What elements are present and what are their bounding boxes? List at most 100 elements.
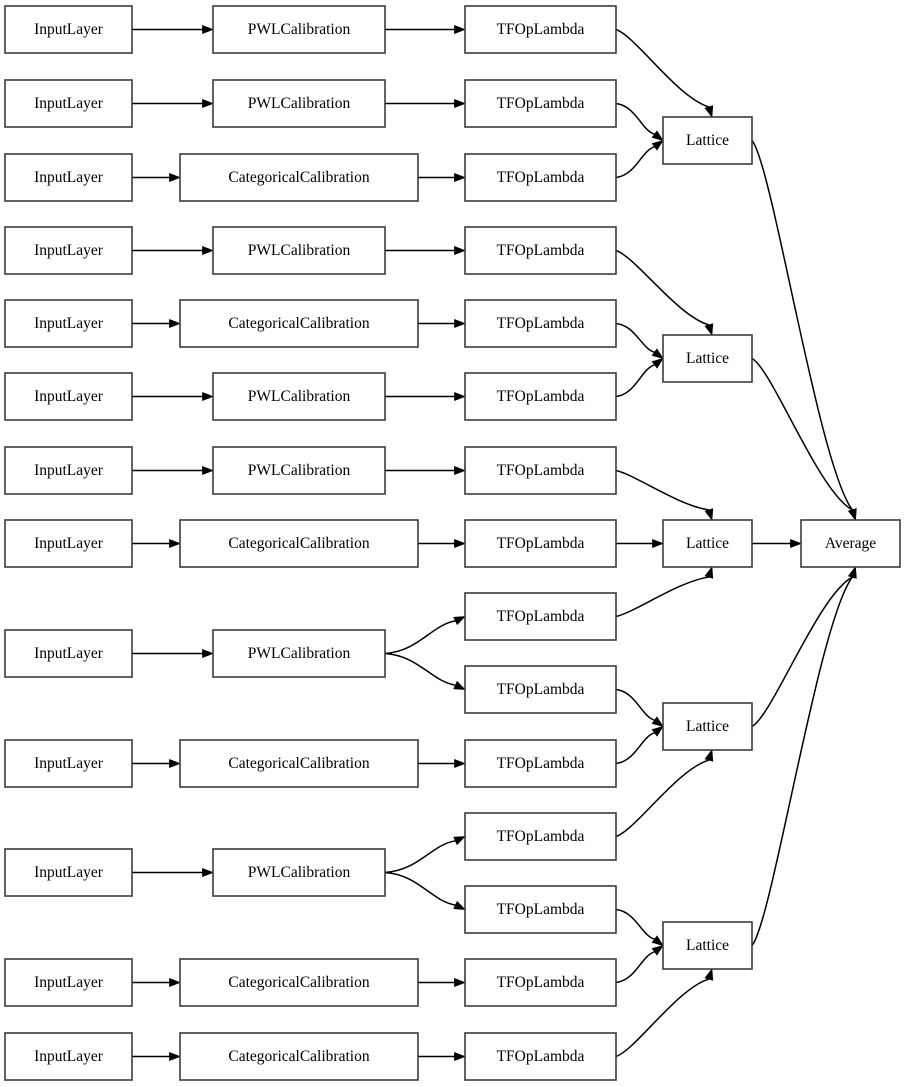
node-pwlcalibration[interactable]: PWLCalibration xyxy=(212,226,386,275)
node-box[interactable] xyxy=(4,519,133,568)
node-box[interactable] xyxy=(464,1032,617,1081)
node-box[interactable] xyxy=(4,446,133,495)
node-lattice[interactable]: Lattice xyxy=(662,519,753,568)
node-box[interactable] xyxy=(4,79,133,128)
node-categorical-calibration[interactable]: CategoricalCalibration xyxy=(179,153,419,202)
node-box[interactable] xyxy=(464,153,617,202)
node-average[interactable]: Average xyxy=(800,519,901,568)
node-box[interactable] xyxy=(662,519,753,568)
node-box[interactable] xyxy=(464,519,617,568)
node-lattice[interactable]: Lattice xyxy=(662,116,753,165)
node-lattice[interactable]: Lattice xyxy=(662,702,753,751)
node-box[interactable] xyxy=(662,116,753,165)
node-input-layer[interactable]: InputLayer xyxy=(4,226,133,275)
node-input-layer[interactable]: InputLayer xyxy=(4,629,133,678)
node-box[interactable] xyxy=(4,958,133,1007)
node-input-layer[interactable]: InputLayer xyxy=(4,848,133,897)
node-input-layer[interactable]: InputLayer xyxy=(4,372,133,421)
node-box[interactable] xyxy=(212,446,386,495)
node-box[interactable] xyxy=(4,739,133,788)
arrowhead-icon xyxy=(704,566,714,579)
node-pwlcalibration[interactable]: PWLCalibration xyxy=(212,446,386,495)
node-box[interactable] xyxy=(662,702,753,751)
node-input-layer[interactable]: InputLayer xyxy=(4,5,133,54)
node-input-layer[interactable]: InputLayer xyxy=(4,79,133,128)
node-box[interactable] xyxy=(212,848,386,897)
node-box[interactable] xyxy=(4,848,133,897)
node-box[interactable] xyxy=(4,153,133,202)
node-box[interactable] xyxy=(179,1032,419,1081)
node-box[interactable] xyxy=(464,665,617,714)
node-tfop-lambda[interactable]: TFOpLambda xyxy=(464,446,617,495)
node-box[interactable] xyxy=(212,79,386,128)
node-box[interactable] xyxy=(4,629,133,678)
node-input-layer[interactable]: InputLayer xyxy=(4,519,133,568)
node-box[interactable] xyxy=(212,372,386,421)
node-tfop-lambda[interactable]: TFOpLambda xyxy=(464,958,617,1007)
node-tfop-lambda[interactable]: TFOpLambda xyxy=(464,5,617,54)
node-pwlcalibration[interactable]: PWLCalibration xyxy=(212,79,386,128)
node-box[interactable] xyxy=(212,226,386,275)
node-pwlcalibration[interactable]: PWLCalibration xyxy=(212,5,386,54)
node-box[interactable] xyxy=(179,299,419,348)
node-categorical-calibration[interactable]: CategoricalCalibration xyxy=(179,739,419,788)
node-box[interactable] xyxy=(212,629,386,678)
arrowhead-icon xyxy=(651,944,664,956)
node-input-layer[interactable]: InputLayer xyxy=(4,153,133,202)
node-categorical-calibration[interactable]: CategoricalCalibration xyxy=(179,519,419,568)
node-tfop-lambda[interactable]: TFOpLambda xyxy=(464,226,617,275)
node-tfop-lambda[interactable]: TFOpLambda xyxy=(464,812,617,861)
arrowhead-icon xyxy=(453,900,466,910)
node-categorical-calibration[interactable]: CategoricalCalibration xyxy=(179,299,419,348)
node-box[interactable] xyxy=(464,885,617,934)
node-lattice[interactable]: Lattice xyxy=(662,921,753,970)
node-box[interactable] xyxy=(464,958,617,1007)
node-box[interactable] xyxy=(179,739,419,788)
node-box[interactable] xyxy=(179,958,419,1007)
node-box[interactable] xyxy=(662,921,753,970)
node-input-layer[interactable]: InputLayer xyxy=(4,958,133,1007)
node-tfop-lambda[interactable]: TFOpLambda xyxy=(464,299,617,348)
node-tfop-lambda[interactable]: TFOpLambda xyxy=(464,665,617,714)
node-lattice[interactable]: Lattice xyxy=(662,334,753,383)
node-box[interactable] xyxy=(4,226,133,275)
node-tfop-lambda[interactable]: TFOpLambda xyxy=(464,1032,617,1081)
node-box[interactable] xyxy=(464,5,617,54)
node-box[interactable] xyxy=(464,446,617,495)
node-categorical-calibration[interactable]: CategoricalCalibration xyxy=(179,958,419,1007)
node-box[interactable] xyxy=(179,153,419,202)
node-box[interactable] xyxy=(212,5,386,54)
node-box[interactable] xyxy=(4,299,133,348)
arrowhead-icon xyxy=(202,391,214,402)
node-box[interactable] xyxy=(4,1032,133,1081)
node-box[interactable] xyxy=(800,519,901,568)
node-box[interactable] xyxy=(4,372,133,421)
node-box[interactable] xyxy=(464,812,617,861)
node-box[interactable] xyxy=(464,226,617,275)
node-tfop-lambda[interactable]: TFOpLambda xyxy=(464,153,617,202)
node-tfop-lambda[interactable]: TFOpLambda xyxy=(464,592,617,641)
node-box[interactable] xyxy=(4,5,133,54)
node-categorical-calibration[interactable]: CategoricalCalibration xyxy=(179,1032,419,1081)
node-box[interactable] xyxy=(464,79,617,128)
node-tfop-lambda[interactable]: TFOpLambda xyxy=(464,885,617,934)
edge-line xyxy=(615,908,655,940)
node-input-layer[interactable]: InputLayer xyxy=(4,446,133,495)
node-input-layer[interactable]: InputLayer xyxy=(4,739,133,788)
node-box[interactable] xyxy=(464,299,617,348)
node-tfop-lambda[interactable]: TFOpLambda xyxy=(464,372,617,421)
node-input-layer[interactable]: InputLayer xyxy=(4,299,133,348)
node-tfop-lambda[interactable]: TFOpLambda xyxy=(464,519,617,568)
node-pwlcalibration[interactable]: PWLCalibration xyxy=(212,372,386,421)
node-box[interactable] xyxy=(464,739,617,788)
node-box[interactable] xyxy=(179,519,419,568)
node-tfop-lambda[interactable]: TFOpLambda xyxy=(464,739,617,788)
edge-categorical-calibration-to-tfop-lambda xyxy=(418,538,466,549)
node-box[interactable] xyxy=(464,592,617,641)
node-box[interactable] xyxy=(464,372,617,421)
node-pwlcalibration[interactable]: PWLCalibration xyxy=(212,848,386,897)
node-pwlcalibration[interactable]: PWLCalibration xyxy=(212,629,386,678)
node-input-layer[interactable]: InputLayer xyxy=(4,1032,133,1081)
node-box[interactable] xyxy=(662,334,753,383)
node-tfop-lambda[interactable]: TFOpLambda xyxy=(464,79,617,128)
